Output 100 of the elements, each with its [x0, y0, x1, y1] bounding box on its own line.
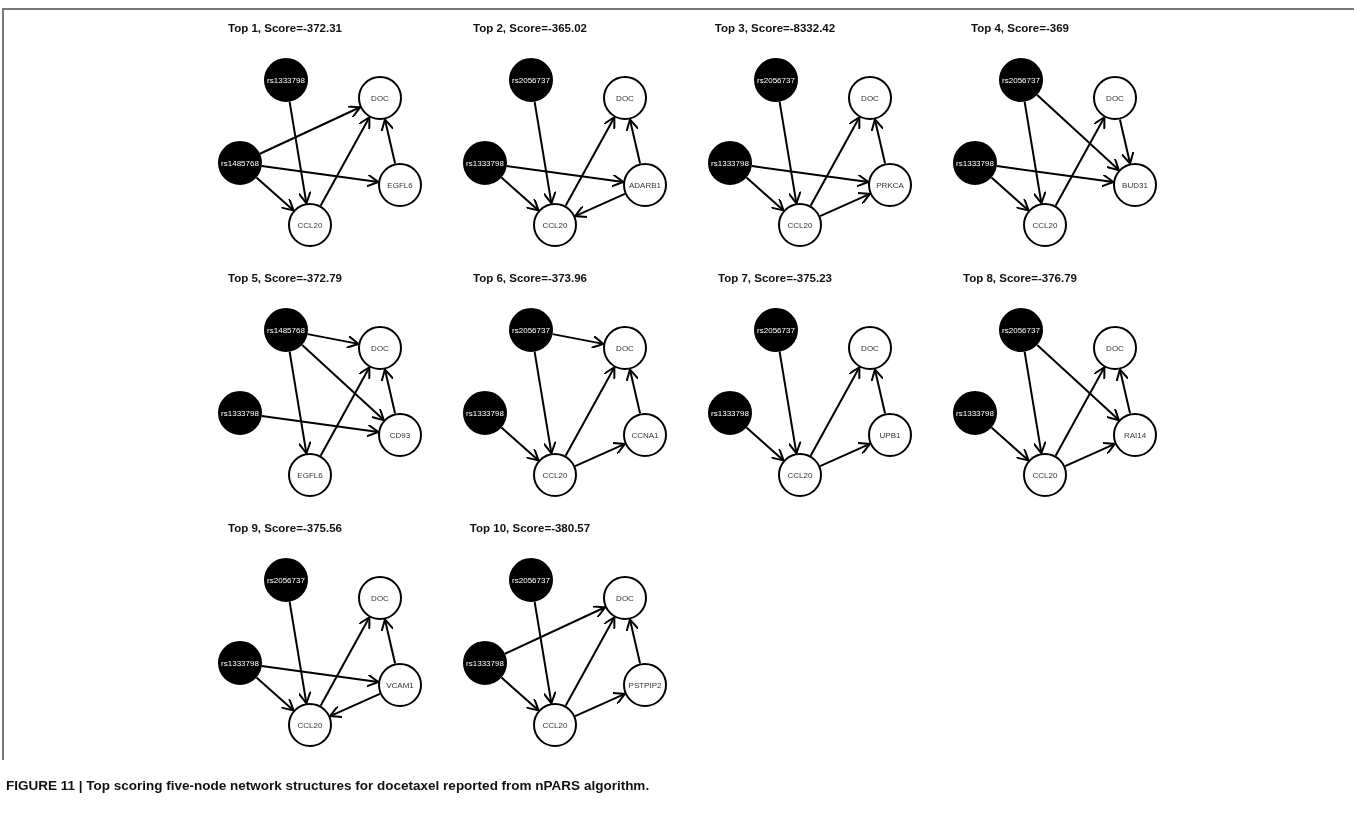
arrow	[750, 165, 870, 188]
circle-node: DOC	[358, 76, 402, 120]
arrow	[564, 616, 616, 707]
arrow	[255, 676, 295, 712]
filled-circle-node: rs1333798	[708, 391, 752, 435]
arrow	[574, 192, 626, 219]
arrow	[319, 116, 371, 207]
filled-circle-node: rs1485768	[218, 141, 262, 185]
filled-circle-node: rs2056737	[754, 58, 798, 102]
circle-node: CD93	[378, 413, 422, 457]
panel-title: Top 2, Score=-365.02	[473, 22, 587, 34]
panel-title: Top 6, Score=-373.96	[473, 272, 587, 284]
arrow	[625, 118, 642, 165]
circle-node: CCL20	[1023, 203, 1067, 247]
arrow	[500, 676, 540, 712]
circle-node: DOC	[1093, 76, 1137, 120]
arrow	[1064, 441, 1116, 468]
filled-circle-node: rs1333798	[463, 141, 507, 185]
filled-circle-node: rs2056737	[999, 58, 1043, 102]
circle-node: EGFL6	[378, 163, 422, 207]
circle-node: VCAM1	[378, 663, 422, 707]
circle-node: CCNA1	[623, 413, 667, 457]
arrow	[564, 366, 616, 457]
circle-node: DOC	[358, 326, 402, 370]
circle-node: CCL20	[778, 453, 822, 497]
arrow	[1054, 116, 1106, 207]
arrow	[574, 691, 626, 718]
arrow	[625, 368, 642, 415]
arrow	[745, 426, 785, 462]
circle-node: PRKCA	[868, 163, 912, 207]
panel-title: Top 9, Score=-375.56	[228, 522, 342, 534]
arrow	[260, 665, 380, 688]
arrow	[1054, 366, 1106, 457]
circle-node: DOC	[1093, 326, 1137, 370]
arrow	[995, 165, 1115, 188]
filled-circle-node: rs2056737	[509, 558, 553, 602]
arrow	[255, 176, 295, 212]
filled-circle-node: rs1333798	[463, 641, 507, 685]
arrow	[819, 441, 871, 468]
arrow	[260, 415, 380, 438]
arrow	[301, 343, 385, 422]
circle-node: RAI14	[1113, 413, 1157, 457]
filled-circle-node: rs1333798	[953, 391, 997, 435]
circle-node: DOC	[848, 76, 892, 120]
circle-node: DOC	[358, 576, 402, 620]
arrow	[990, 426, 1030, 462]
circle-node: UPB1	[868, 413, 912, 457]
arrow	[551, 333, 605, 349]
arrow	[329, 692, 381, 719]
circle-node: CCL20	[288, 703, 332, 747]
circle-node: PSTPIP2	[623, 663, 667, 707]
arrow	[745, 176, 785, 212]
arrow	[505, 165, 625, 188]
arrow	[809, 116, 861, 207]
arrow	[778, 350, 802, 455]
arrow	[533, 600, 557, 705]
arrow	[288, 600, 312, 705]
circle-node: DOC	[603, 76, 647, 120]
arrow	[819, 191, 871, 218]
circle-node: CCL20	[533, 203, 577, 247]
circle-node: CCL20	[1023, 453, 1067, 497]
panel-title: Top 5, Score=-372.79	[228, 272, 342, 284]
filled-circle-node: rs1333798	[708, 141, 752, 185]
arrow	[870, 368, 887, 415]
arrow	[533, 350, 557, 455]
filled-circle-node: rs1485768	[264, 308, 308, 352]
arrow	[306, 333, 360, 349]
panel-title: Top 7, Score=-375.23	[718, 272, 832, 284]
arrow	[380, 118, 397, 165]
arrow	[564, 116, 616, 207]
arrow	[380, 368, 397, 415]
circle-node: CCL20	[533, 453, 577, 497]
circle-node: BUD31	[1113, 163, 1157, 207]
circle-node: CCL20	[778, 203, 822, 247]
arrow	[533, 100, 557, 205]
arrow	[319, 616, 371, 707]
panel-title: Top 8, Score=-376.79	[963, 272, 1077, 284]
panel-title: Top 4, Score=-369	[971, 22, 1069, 34]
circle-node: EGFL6	[288, 453, 332, 497]
arrow	[870, 118, 887, 165]
arrow	[1036, 93, 1120, 172]
panel-title: Top 1, Score=-372.31	[228, 22, 342, 34]
filled-circle-node: rs1333798	[218, 391, 262, 435]
arrow	[1118, 118, 1135, 165]
arrow	[1115, 368, 1132, 415]
circle-node: ADARB1	[623, 163, 667, 207]
arrow	[380, 618, 397, 665]
arrow	[288, 100, 312, 205]
arrow	[258, 105, 362, 155]
filled-circle-node: rs1333798	[953, 141, 997, 185]
filled-circle-node: rs2056737	[754, 308, 798, 352]
arrow	[1023, 350, 1047, 455]
arrow	[500, 426, 540, 462]
circle-node: DOC	[603, 326, 647, 370]
arrow	[990, 176, 1030, 212]
filled-circle-node: rs2056737	[999, 308, 1043, 352]
arrow	[778, 100, 802, 205]
filled-circle-node: rs2056737	[264, 558, 308, 602]
filled-circle-node: rs1333798	[463, 391, 507, 435]
arrow	[574, 441, 626, 468]
